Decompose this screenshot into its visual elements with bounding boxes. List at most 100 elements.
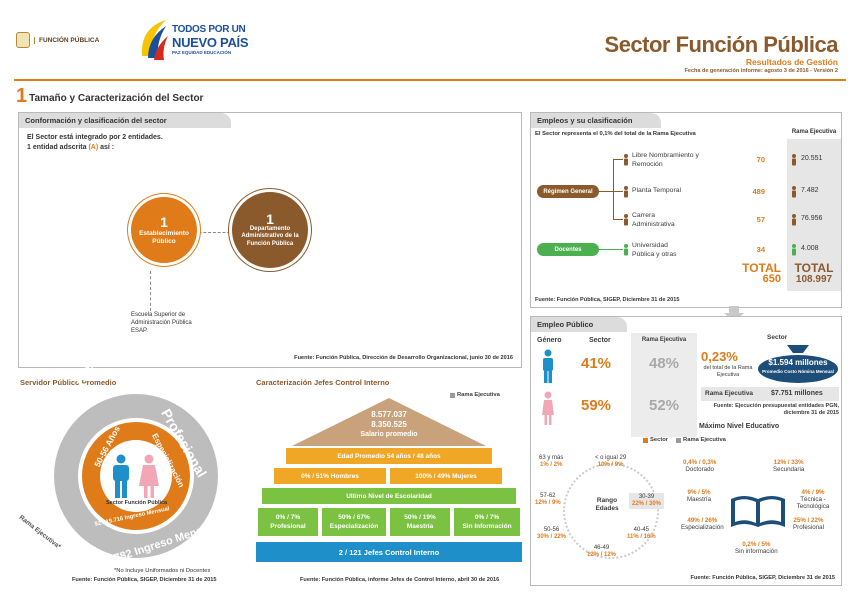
- age-ring: [563, 463, 659, 559]
- esc-item: 0% / 7%Sin Información: [454, 508, 520, 536]
- esap-line1: Escuela Superior de: [131, 312, 186, 318]
- section-number: 1: [16, 85, 28, 107]
- esc-values: 0% / 7%: [275, 514, 301, 521]
- empleos-source: Fuente: Función Pública, SIGEP, Diciembr…: [535, 297, 680, 303]
- jefes-head: Caracterización Jefes Control Interno: [256, 378, 390, 387]
- circle-establecimiento: 1 Establecimiento Público: [131, 197, 197, 263]
- jefes-total-bar: 2 / 121 Jefes Control Interno: [256, 542, 522, 562]
- male-icon: [541, 349, 555, 388]
- tree-h3: [613, 219, 623, 220]
- esc-label: Profesional: [270, 523, 306, 530]
- logo-line2: NUEVO PAÍS: [172, 35, 249, 50]
- empleo-publico-panel: Empleo Público Género Sector 41% 59% Ram…: [530, 316, 842, 586]
- page-title: Sector Función Pública: [604, 32, 839, 57]
- mujeres-bar: 100% / 49% Mujeres: [390, 468, 502, 484]
- book-icon: [729, 493, 787, 529]
- header: FUNCIÓN PÚBLICA TODOS POR UN NUEVO PAÍS …: [0, 0, 860, 84]
- edad-bar: Edad Promedio 54 años / 48 años: [286, 448, 492, 464]
- regimen-general-pill: Régimen General: [537, 185, 599, 198]
- person-icon: [623, 153, 629, 166]
- connector-v: [150, 271, 151, 311]
- age-label: < o igual 29: [595, 455, 627, 461]
- intro2-post: así :: [98, 144, 115, 151]
- row-sector: 489: [752, 187, 765, 196]
- row-label: Libre Nombramiento y Remoción: [632, 152, 699, 168]
- person-icon: [623, 213, 629, 226]
- rama-nomina-label: Rama Ejecutiva: [705, 390, 754, 397]
- esc-item: 50% / 67%Especialización: [322, 508, 386, 536]
- genero-sector-label: Sector: [589, 337, 611, 344]
- row-label: Universidad Pública y otras: [632, 242, 677, 258]
- row-sector: 34: [756, 245, 765, 254]
- empleo-row: Universidad Pública y otras 34 4.008: [623, 241, 837, 261]
- education-legend: Sector Rama Ejecutiva: [643, 437, 726, 443]
- person-icon: [623, 243, 629, 256]
- logo-todos-por-un-nuevo-pais: TODOS POR UN NUEVO PAÍS PAZ EQUIDAD EDUC…: [138, 16, 258, 64]
- edu-values: 49% / 26%: [687, 517, 718, 524]
- conformacion-intro: El Sector está integrado por 2 entidades…: [27, 133, 163, 153]
- empleos-head: Empleos y su clasificación: [531, 113, 661, 128]
- conformacion-source: Fuente: Función Pública, Dirección de De…: [294, 355, 513, 361]
- jefes-source: Fuente: Función Pública, informe Jefes d…: [300, 577, 500, 583]
- total-rama-label: TOTAL: [794, 261, 834, 275]
- age-label: 57-62: [540, 493, 556, 499]
- esap-line2: Administración Pública: [131, 320, 192, 326]
- female-figure-icon: [138, 454, 160, 503]
- total-rama: TOTAL 108.997: [787, 261, 841, 285]
- tree-h1: [613, 159, 623, 160]
- money-bag-icon: $1.594 millones Promedio Costo Nómina Me…: [757, 341, 839, 383]
- docentes-pill: Docentes: [537, 243, 599, 256]
- ejecucion-source: Fuente: Ejecución presupuestal entidades…: [713, 403, 839, 416]
- circle2-label: Departamento Administrativo de la Funció…: [241, 225, 299, 247]
- circle2-number: 1: [266, 210, 274, 227]
- total-sector-value: 650: [762, 273, 781, 285]
- tree-vline: [613, 159, 614, 219]
- person-icon: [791, 153, 797, 166]
- edu-item: 4% / 9%Técnica -Tecnológica: [785, 489, 841, 510]
- hombres-bar: 0% / 51% Hombres: [274, 468, 386, 484]
- edu-label: Doctorado: [685, 466, 714, 473]
- empleo-row: Libre Nombramiento y Remoción 70 20.551: [623, 151, 837, 171]
- edu-values: 0,2% / 5%: [742, 541, 771, 548]
- logo-text: FUNCIÓN PÚBLICA: [34, 36, 99, 44]
- connector-h: [189, 232, 235, 233]
- empleo-row: Planta Temporal 489 7.482: [623, 185, 837, 199]
- section-title-text: Tamaño y Caracterización del Sector: [29, 93, 204, 104]
- edu-item: 0,2% / 5%Sin información: [735, 541, 778, 555]
- page-subtitle: Resultados de Gestión: [745, 57, 838, 67]
- empleo-publico-source: Fuente: Función Pública, SIGEP, Diciembr…: [690, 575, 835, 581]
- male-rama-pct: 48%: [648, 355, 680, 372]
- jefes-pyramid: 8.577.037 8.350.525 Salario promedio Eda…: [256, 396, 522, 572]
- age-values: 10% / 9%: [597, 462, 624, 468]
- person-icon: [791, 213, 797, 226]
- edu-values: 0,4% / 0,3%: [683, 459, 717, 466]
- female-icon: [541, 391, 555, 430]
- nomina-amount: $1.594 millones: [768, 358, 828, 367]
- nomina-pct-note: del total de la Rama Ejecutiva: [703, 365, 753, 378]
- male-figure-icon: [110, 454, 132, 503]
- row-sector: 70: [756, 155, 765, 164]
- age-values: 30% / 22%: [537, 534, 567, 540]
- edu-item: 9% / 5%Maestría: [687, 489, 711, 503]
- edu-label: Secundaria: [773, 466, 805, 473]
- empleo-row: Carrera Administrativa 57 76.956: [623, 211, 837, 231]
- intro-line2: 1 entidad adscrita (A) así :: [27, 143, 163, 153]
- circle1-label: Establecimiento Público: [139, 230, 189, 245]
- servidor-head: Servidor Público Promedio: [20, 378, 117, 387]
- salary1: 8.577.037: [371, 410, 407, 419]
- escolaridad-bar: Ultimo Nivel de Escolaridad: [262, 488, 516, 504]
- salary2: 8.350.525: [371, 420, 407, 429]
- jefes-legend-text: Rama Ejecutiva: [457, 392, 500, 398]
- esc-values: 50% / 67%: [338, 514, 370, 521]
- total-rama-value: 108.997: [795, 274, 833, 285]
- row-rama: 7.482: [801, 187, 819, 194]
- legend-rama-text: Rama Ejecutiva: [683, 437, 726, 443]
- edu-label: Especialización: [681, 524, 724, 531]
- sector-fp-label: Sector Función Pública: [106, 500, 168, 506]
- genero-label: Género: [537, 337, 562, 344]
- tree-h4: [597, 249, 623, 250]
